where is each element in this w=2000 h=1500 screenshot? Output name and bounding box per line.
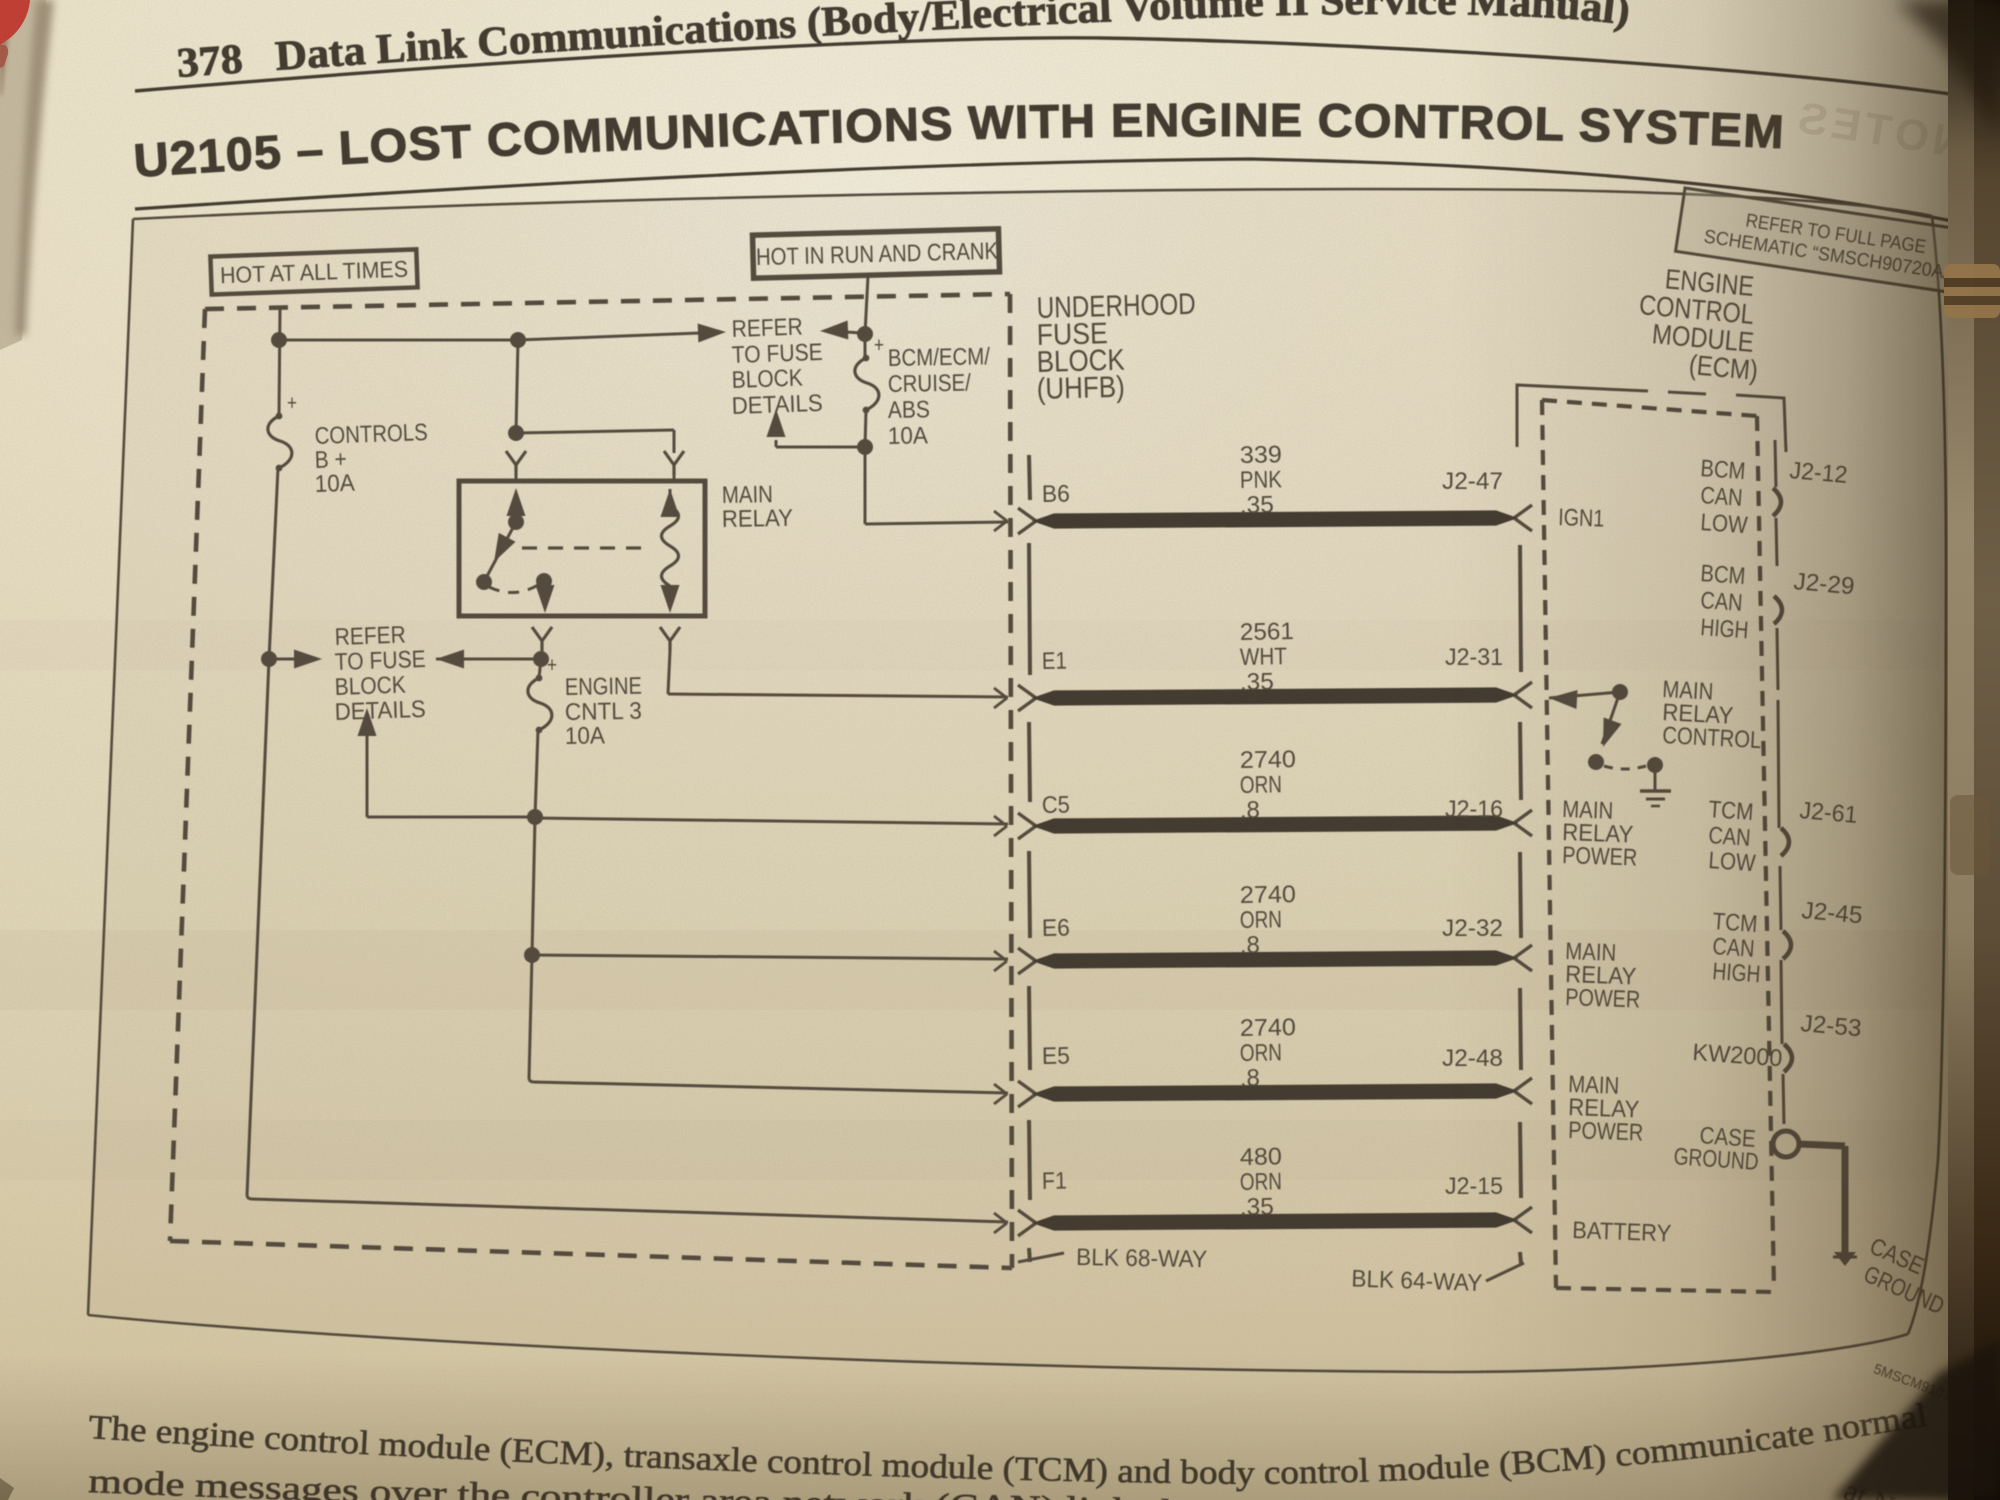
- svg-text:2740: 2740: [1240, 881, 1296, 909]
- svg-text:.35: .35: [1240, 1193, 1274, 1221]
- svg-text:MAIN: MAIN: [722, 481, 773, 509]
- svg-text:REFER: REFER: [731, 314, 803, 343]
- svg-text:WHT: WHT: [1240, 643, 1288, 671]
- svg-text:B +: B +: [314, 446, 347, 474]
- svg-text:10A: 10A: [314, 470, 355, 498]
- svg-text:.8: .8: [1240, 797, 1260, 824]
- svg-text:E1: E1: [1042, 648, 1067, 675]
- svg-text:TO FUSE: TO FUSE: [731, 339, 823, 369]
- svg-text:CONTROLS: CONTROLS: [314, 419, 428, 450]
- svg-text:2561: 2561: [1240, 618, 1294, 646]
- svg-text:ORN: ORN: [1240, 771, 1282, 799]
- svg-text:TO FUSE: TO FUSE: [334, 646, 426, 676]
- svg-text:BLOCK: BLOCK: [334, 672, 406, 701]
- svg-text:.35: .35: [1240, 491, 1274, 519]
- svg-text:ABS: ABS: [888, 396, 930, 424]
- svg-text:480: 480: [1240, 1143, 1282, 1171]
- svg-text:.8: .8: [1240, 932, 1260, 959]
- svg-text:BLOCK: BLOCK: [1036, 344, 1125, 379]
- svg-text:C5: C5: [1042, 792, 1070, 819]
- svg-text:10A: 10A: [888, 422, 928, 450]
- svg-text:ORN: ORN: [1240, 906, 1282, 934]
- svg-text:BCM/ECM/: BCM/ECM/: [888, 343, 991, 372]
- svg-text:339: 339: [1240, 441, 1282, 469]
- svg-text:HOT IN RUN AND CRANK: HOT IN RUN AND CRANK: [756, 238, 999, 271]
- svg-text:(UHFB): (UHFB): [1036, 371, 1125, 406]
- svg-text:10A: 10A: [565, 722, 605, 750]
- svg-text:E6: E6: [1042, 915, 1070, 942]
- svg-text:REFER: REFER: [334, 622, 406, 651]
- svg-text:2740: 2740: [1240, 1014, 1296, 1042]
- svg-text:UNDERHOOD: UNDERHOOD: [1036, 288, 1196, 325]
- svg-text:E5: E5: [1042, 1043, 1070, 1070]
- svg-text:F1: F1: [1042, 1168, 1067, 1195]
- svg-text:2740: 2740: [1240, 746, 1296, 774]
- svg-text:.35: .35: [1240, 668, 1274, 696]
- svg-text:ORN: ORN: [1240, 1039, 1282, 1067]
- svg-text:DETAILS: DETAILS: [334, 696, 426, 726]
- svg-text:+: +: [874, 334, 884, 357]
- svg-text:BLOCK: BLOCK: [731, 365, 803, 394]
- svg-text:FUSE: FUSE: [1036, 317, 1108, 352]
- svg-text:CNTL 3: CNTL 3: [565, 698, 642, 726]
- svg-text:.8: .8: [1240, 1065, 1260, 1092]
- svg-text:+: +: [547, 654, 557, 677]
- svg-text:PNK: PNK: [1240, 466, 1282, 494]
- svg-text:+: +: [287, 392, 297, 415]
- svg-text:BLK 68-WAY: BLK 68-WAY: [1076, 1244, 1207, 1273]
- svg-text:ORN: ORN: [1240, 1168, 1282, 1196]
- svg-text:B6: B6: [1042, 481, 1070, 508]
- svg-text:ENGINE: ENGINE: [565, 673, 642, 701]
- svg-text:RELAY: RELAY: [722, 505, 793, 533]
- svg-text:CRUISE/: CRUISE/: [888, 370, 972, 398]
